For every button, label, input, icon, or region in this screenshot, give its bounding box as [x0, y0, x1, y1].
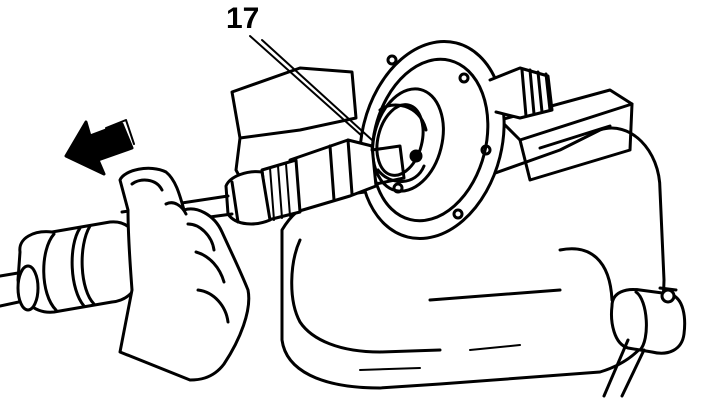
callout-17: 17 [226, 2, 373, 141]
stud-hole [392, 182, 404, 194]
callout-label: 17 [226, 2, 259, 35]
wheel-hub-flange [358, 40, 506, 240]
stud-hole [386, 54, 398, 66]
stud-hole [480, 144, 492, 156]
hub-spigot [488, 66, 554, 120]
slide-hammer [0, 170, 272, 314]
hand [118, 166, 251, 382]
stud-hole [458, 72, 470, 84]
arrow-left-icon [64, 119, 135, 176]
stud-hole [452, 208, 464, 220]
puller-threaded-adapter [260, 138, 406, 222]
